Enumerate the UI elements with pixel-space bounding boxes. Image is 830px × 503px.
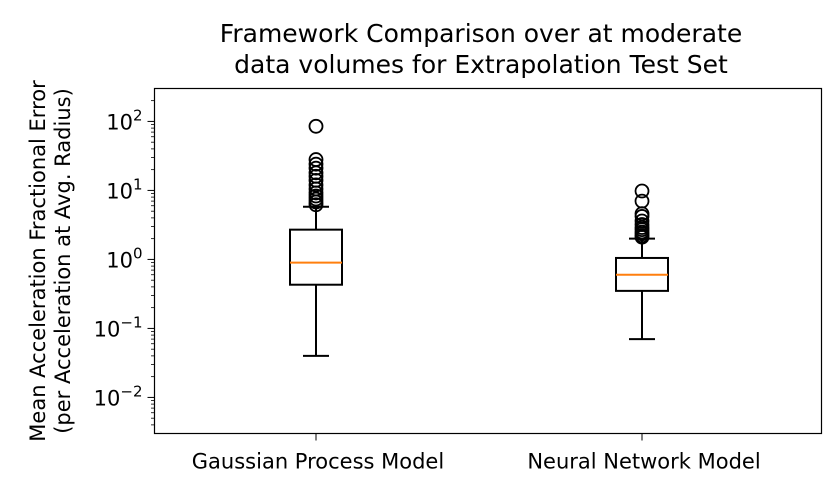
outlier-point <box>308 118 324 134</box>
y-tick-label: 100 <box>106 244 142 272</box>
box-group <box>289 118 343 357</box>
y-axis-label-line-2: (per Acceleration at Avg. Radius) <box>51 88 75 434</box>
outlier-point <box>634 193 650 209</box>
chart-title-line-1: Framework Comparison over at moderate <box>220 19 742 48</box>
y-tick-label: 101 <box>106 175 142 203</box>
outlier-point <box>308 152 324 167</box>
box-plots <box>289 118 669 357</box>
y-axis-label-line-1: Mean Acceleration Fractional Error <box>26 80 50 442</box>
y-tick-label: 10−2 <box>94 382 143 410</box>
y-tick-label: 10−1 <box>94 313 143 341</box>
outlier-point <box>308 156 324 172</box>
outlier-point <box>308 160 324 176</box>
box-iqr <box>289 228 343 286</box>
x-tick-label: Neural Network Model <box>527 450 760 474</box>
x-axis-ticks: Gaussian Process Model Neural Network Mod… <box>192 433 761 474</box>
outlier-point <box>634 183 650 199</box>
outlier-point <box>634 213 650 229</box>
chart-title-line-2: data volumes for Extrapolation Test Set <box>234 50 728 79</box>
y-tick-label: 102 <box>106 106 142 134</box>
y-axis-ticks: 10−2 10−1 100 101 102 <box>94 100 155 426</box>
x-tick-label: Gaussian Process Model <box>192 450 444 474</box>
plot-area <box>153 87 823 435</box>
box-group <box>615 183 669 341</box>
